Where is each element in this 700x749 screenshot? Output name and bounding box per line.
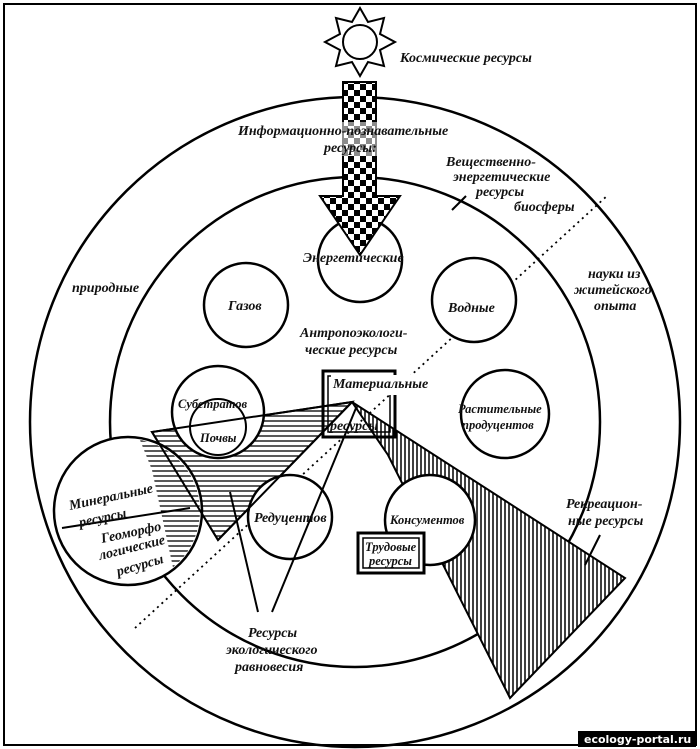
balance-label-2: экологического	[225, 643, 318, 658]
science-label-3: опыта	[594, 299, 636, 314]
matter-energy-label-3: ресурсы	[475, 185, 524, 200]
balance-label-1: Ресурсы	[248, 626, 297, 641]
outer-frame	[3, 3, 697, 746]
labor-label-1: Трудовые	[365, 540, 417, 554]
cosmic-label: Космические ресурсы	[399, 51, 532, 66]
consumers-label: Консументов	[389, 513, 465, 527]
mineral-divider	[61, 507, 191, 529]
natural-label: природные	[72, 281, 139, 296]
water-circle	[430, 256, 518, 344]
balance-label-3: равновесия	[234, 660, 303, 675]
material-label-1: Материальные	[332, 377, 428, 392]
watermark-text: ecology-portal.ru	[584, 733, 691, 746]
energy-label: Энергетические	[303, 251, 404, 266]
recreation-label-1: Рекреацион-	[566, 497, 643, 512]
gases-label: Газов	[227, 299, 262, 314]
material-label-2: ресурсы	[329, 419, 378, 434]
plant-label-2: продуцентов	[462, 418, 534, 432]
labor-box	[356, 531, 426, 575]
matter-energy-label-4: биосферы	[514, 200, 575, 215]
plant-circle	[459, 368, 551, 460]
pointer-recreation	[584, 534, 601, 566]
info-label-2: ресурсы:	[323, 141, 377, 156]
reducers-circle	[246, 473, 334, 561]
matter-energy-label-2: энергетические	[452, 170, 550, 185]
material-box	[321, 369, 451, 439]
water-label: Водные	[447, 301, 495, 316]
reducers-label: Редуцентов	[254, 511, 327, 526]
pointer-matter-energy	[451, 195, 467, 211]
anthropo-label-2: ческие ресурсы	[305, 343, 398, 358]
soils-label: Почвы	[199, 431, 237, 445]
watermark: ecology-portal.ru	[578, 731, 696, 747]
pointer-balance-a	[229, 491, 259, 613]
science-label-1: науки из	[588, 267, 641, 282]
plant-label-1: Растительные	[458, 402, 542, 416]
dotted-diagonal	[134, 194, 609, 629]
pointer-balance-b	[271, 407, 357, 613]
anthropo-label-1: Антропоэкологи-	[299, 326, 408, 341]
labor-label-2: ресурсы	[368, 554, 412, 568]
substrates-label: Субстратов	[178, 397, 248, 411]
gases-circle	[202, 261, 290, 349]
checkered-arrow	[236, 81, 476, 257]
substrates-circle-outer	[170, 364, 266, 460]
science-label-2: житейского	[574, 283, 652, 298]
matter-energy-label-1: Вещественно-	[445, 155, 536, 170]
info-label-1: Информационно-познавательные	[237, 124, 448, 139]
sun-icon	[322, 5, 398, 79]
recreation-label-2: ные ресурсы	[568, 514, 644, 529]
